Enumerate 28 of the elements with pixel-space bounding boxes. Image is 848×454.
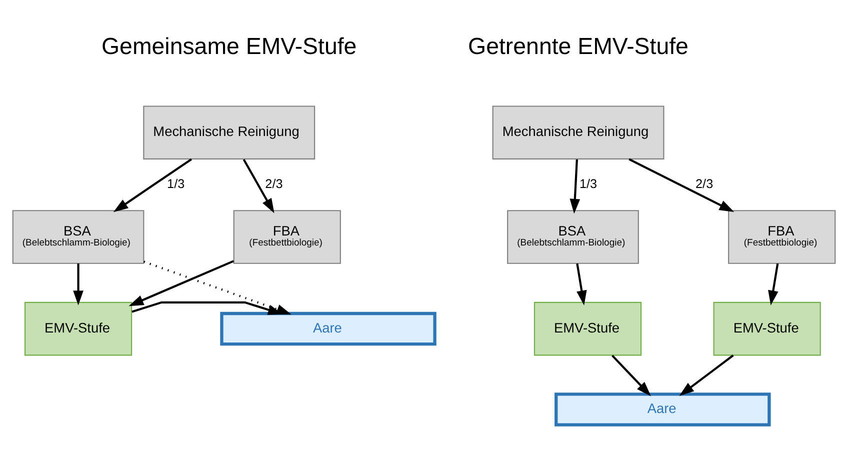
edge-label: 1/3: [167, 177, 185, 192]
node-box: EMV-Stufe: [713, 302, 821, 356]
node-box: BSA (Belebtschlamm-Biologie): [507, 210, 639, 264]
arrow: [768, 263, 779, 306]
node-box: EMV-Stufe: [534, 302, 642, 356]
arrow: [242, 158, 274, 214]
node-box: Mechanische Reinigung: [143, 106, 316, 160]
node-box: FBA (Festbettbiologie): [728, 210, 836, 264]
arrow: [132, 301, 283, 315]
node-box: FBA (Festbettbiologie): [233, 210, 341, 264]
edge-label: 1/3: [580, 177, 598, 192]
arrow: [570, 159, 580, 214]
label: Getrennte EMV-Stufe: [468, 33, 688, 60]
edge-label: 2/3: [696, 177, 714, 192]
arrow: [73, 264, 84, 306]
node-box: Mechanische Reinigung: [492, 106, 664, 160]
label: Gemeinsame EMV-Stufe: [102, 33, 357, 60]
edge-label: 2/3: [265, 177, 283, 192]
node-box: Aare: [220, 312, 436, 346]
arrow: [679, 354, 734, 396]
arrow: [628, 158, 734, 212]
node-box: EMV-Stufe: [24, 302, 132, 356]
arrow: [128, 260, 234, 306]
arrow: [576, 263, 587, 306]
node-box: BSA (Belebtschlamm-Biologie): [12, 210, 144, 264]
arrow: [612, 354, 651, 396]
node-box: Aare: [554, 392, 771, 426]
arrow: [113, 158, 192, 212]
